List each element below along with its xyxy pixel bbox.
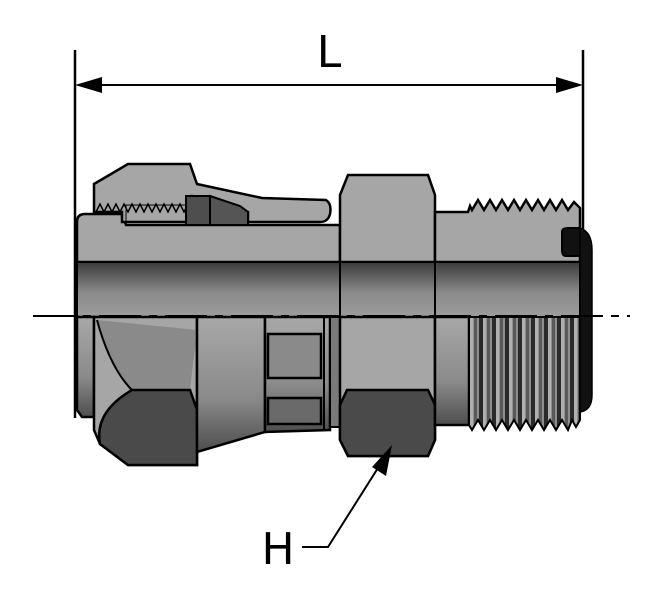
bore [76,261,581,318]
dimension-H: H [261,445,392,575]
lower-section [75,226,593,467]
dimension-L: L [73,27,585,418]
upper-section [75,162,590,264]
dimension-L-label: L [317,27,342,78]
dimension-H-label: H [261,524,294,575]
